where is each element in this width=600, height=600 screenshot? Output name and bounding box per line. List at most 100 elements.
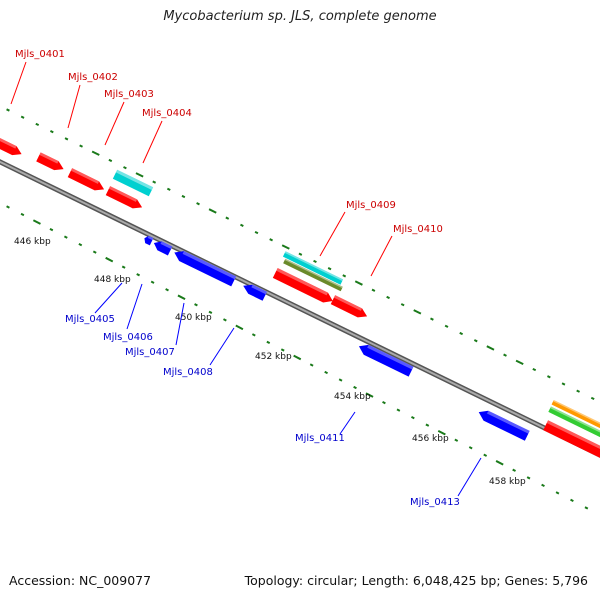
backbone-highlight bbox=[0, 160, 600, 457]
minor-tick-mark bbox=[411, 416, 415, 420]
minor-tick-mark bbox=[555, 491, 560, 495]
minor-tick-mark bbox=[240, 223, 244, 227]
gene-body bbox=[67, 168, 105, 191]
feature-highlight bbox=[550, 406, 600, 440]
minor-tick-mark bbox=[20, 212, 25, 217]
feature-body bbox=[283, 258, 343, 292]
minor-tick-mark bbox=[79, 144, 83, 148]
tick-label: 456 kbp bbox=[412, 434, 449, 444]
tick-label: 448 kbp bbox=[94, 275, 131, 285]
gene-arrow-mjls-0405 bbox=[153, 241, 173, 256]
major-tick-mark bbox=[437, 429, 446, 436]
minor-tick-mark bbox=[584, 506, 589, 510]
minor-tick-mark bbox=[425, 423, 430, 427]
minor-tick-mark bbox=[512, 468, 516, 472]
minor-tick-mark bbox=[541, 483, 545, 487]
minor-tick-mark bbox=[444, 324, 449, 328]
gene-highlight bbox=[70, 168, 100, 184]
gene-body bbox=[174, 251, 237, 287]
outer-tick-row bbox=[6, 108, 595, 401]
minor-tick-mark bbox=[590, 396, 595, 401]
major-tick-mark bbox=[208, 208, 217, 214]
minor-tick-mark bbox=[371, 288, 376, 292]
gene-body bbox=[478, 410, 530, 441]
label-leader-line bbox=[457, 457, 482, 497]
gene-body bbox=[153, 241, 173, 256]
gene-highlight bbox=[367, 344, 414, 370]
genome-summary-text: Topology: circular; Length: 6,048,425 bp… bbox=[244, 573, 588, 588]
minor-tick-mark bbox=[327, 267, 332, 271]
feature-highlight bbox=[115, 169, 154, 190]
major-tick-mark bbox=[354, 280, 363, 286]
minor-tick-mark bbox=[400, 303, 405, 307]
gene-label-forward: Mjls_0402 bbox=[68, 72, 118, 83]
minor-tick-mark bbox=[121, 265, 126, 269]
minor-tick-mark bbox=[35, 122, 40, 127]
minor-tick-mark bbox=[280, 348, 285, 352]
minor-tick-mark bbox=[547, 375, 551, 379]
label-leader-line bbox=[67, 84, 81, 129]
minor-tick-mark bbox=[570, 498, 574, 503]
feature-highlight bbox=[284, 258, 343, 289]
gene-highlight bbox=[182, 251, 237, 280]
gene-body bbox=[358, 344, 414, 377]
gene-label-reverse: Mjls_0413 bbox=[410, 497, 460, 508]
gene-highlight bbox=[147, 235, 154, 241]
minor-tick-mark bbox=[64, 137, 69, 141]
major-tick-mark bbox=[515, 359, 524, 366]
gene-arrow-mjls-0411 bbox=[358, 344, 414, 377]
gene-arrow-mjls-0409 bbox=[272, 268, 333, 303]
minor-tick-mark bbox=[49, 227, 54, 232]
feature-bar-rrna bbox=[283, 258, 343, 292]
minor-tick-mark bbox=[396, 408, 401, 412]
minor-tick-mark bbox=[208, 310, 213, 314]
minor-tick-mark bbox=[181, 194, 186, 199]
minor-tick-mark bbox=[223, 318, 227, 322]
minor-tick-mark bbox=[152, 180, 157, 184]
gene-highlight bbox=[333, 295, 363, 311]
minor-tick-mark bbox=[254, 230, 259, 235]
gene-body bbox=[36, 152, 64, 171]
tick-label: 452 kbp bbox=[255, 352, 292, 362]
gene-label-reverse: Mjls_0408 bbox=[163, 367, 213, 378]
gene-arrow-mjls-0404 bbox=[105, 186, 143, 209]
feature-bar-orange bbox=[551, 399, 600, 437]
gene-arrow-mjls-0406 bbox=[174, 251, 237, 287]
minor-tick-mark bbox=[136, 273, 141, 277]
minor-tick-mark bbox=[63, 235, 68, 239]
gene-arrow-mjls-0413 bbox=[478, 410, 530, 441]
major-tick-mark bbox=[177, 294, 186, 301]
minor-tick-mark bbox=[92, 250, 97, 254]
feature-body bbox=[282, 251, 344, 285]
label-leader-line bbox=[126, 283, 143, 330]
minor-tick-mark bbox=[561, 382, 566, 386]
tick-label: 450 kbp bbox=[175, 313, 212, 323]
tick-label: 454 kbp bbox=[334, 392, 371, 402]
minor-tick-mark bbox=[49, 130, 54, 134]
gene-label-reverse: Mjls_0407 bbox=[125, 347, 175, 358]
gene-label-forward: Mjls_0409 bbox=[346, 200, 396, 211]
minor-tick-mark bbox=[225, 216, 230, 220]
minor-tick-mark bbox=[353, 385, 357, 390]
gene-arrow-mjls-0407 bbox=[243, 284, 267, 301]
gene-highlight bbox=[486, 410, 530, 434]
gene-highlight bbox=[251, 284, 267, 295]
label-leader-line bbox=[175, 302, 185, 346]
label-leader-line bbox=[339, 411, 356, 435]
feature-highlight bbox=[284, 251, 344, 281]
label-leader-line bbox=[104, 101, 125, 146]
feature-body bbox=[112, 169, 154, 197]
minor-tick-mark bbox=[150, 280, 155, 284]
gene-label-forward: Mjls_0404 bbox=[142, 108, 192, 119]
gene-arrow-right-edge bbox=[543, 420, 600, 459]
major-tick-mark bbox=[135, 172, 144, 178]
minor-tick-mark bbox=[20, 115, 25, 119]
feature-body bbox=[551, 399, 600, 437]
feature-highlight bbox=[553, 399, 600, 433]
minor-tick-mark bbox=[313, 259, 317, 264]
minor-tick-mark bbox=[338, 378, 343, 382]
minor-tick-mark bbox=[324, 370, 329, 375]
minor-tick-mark bbox=[6, 108, 10, 112]
label-leader-line bbox=[319, 211, 346, 257]
